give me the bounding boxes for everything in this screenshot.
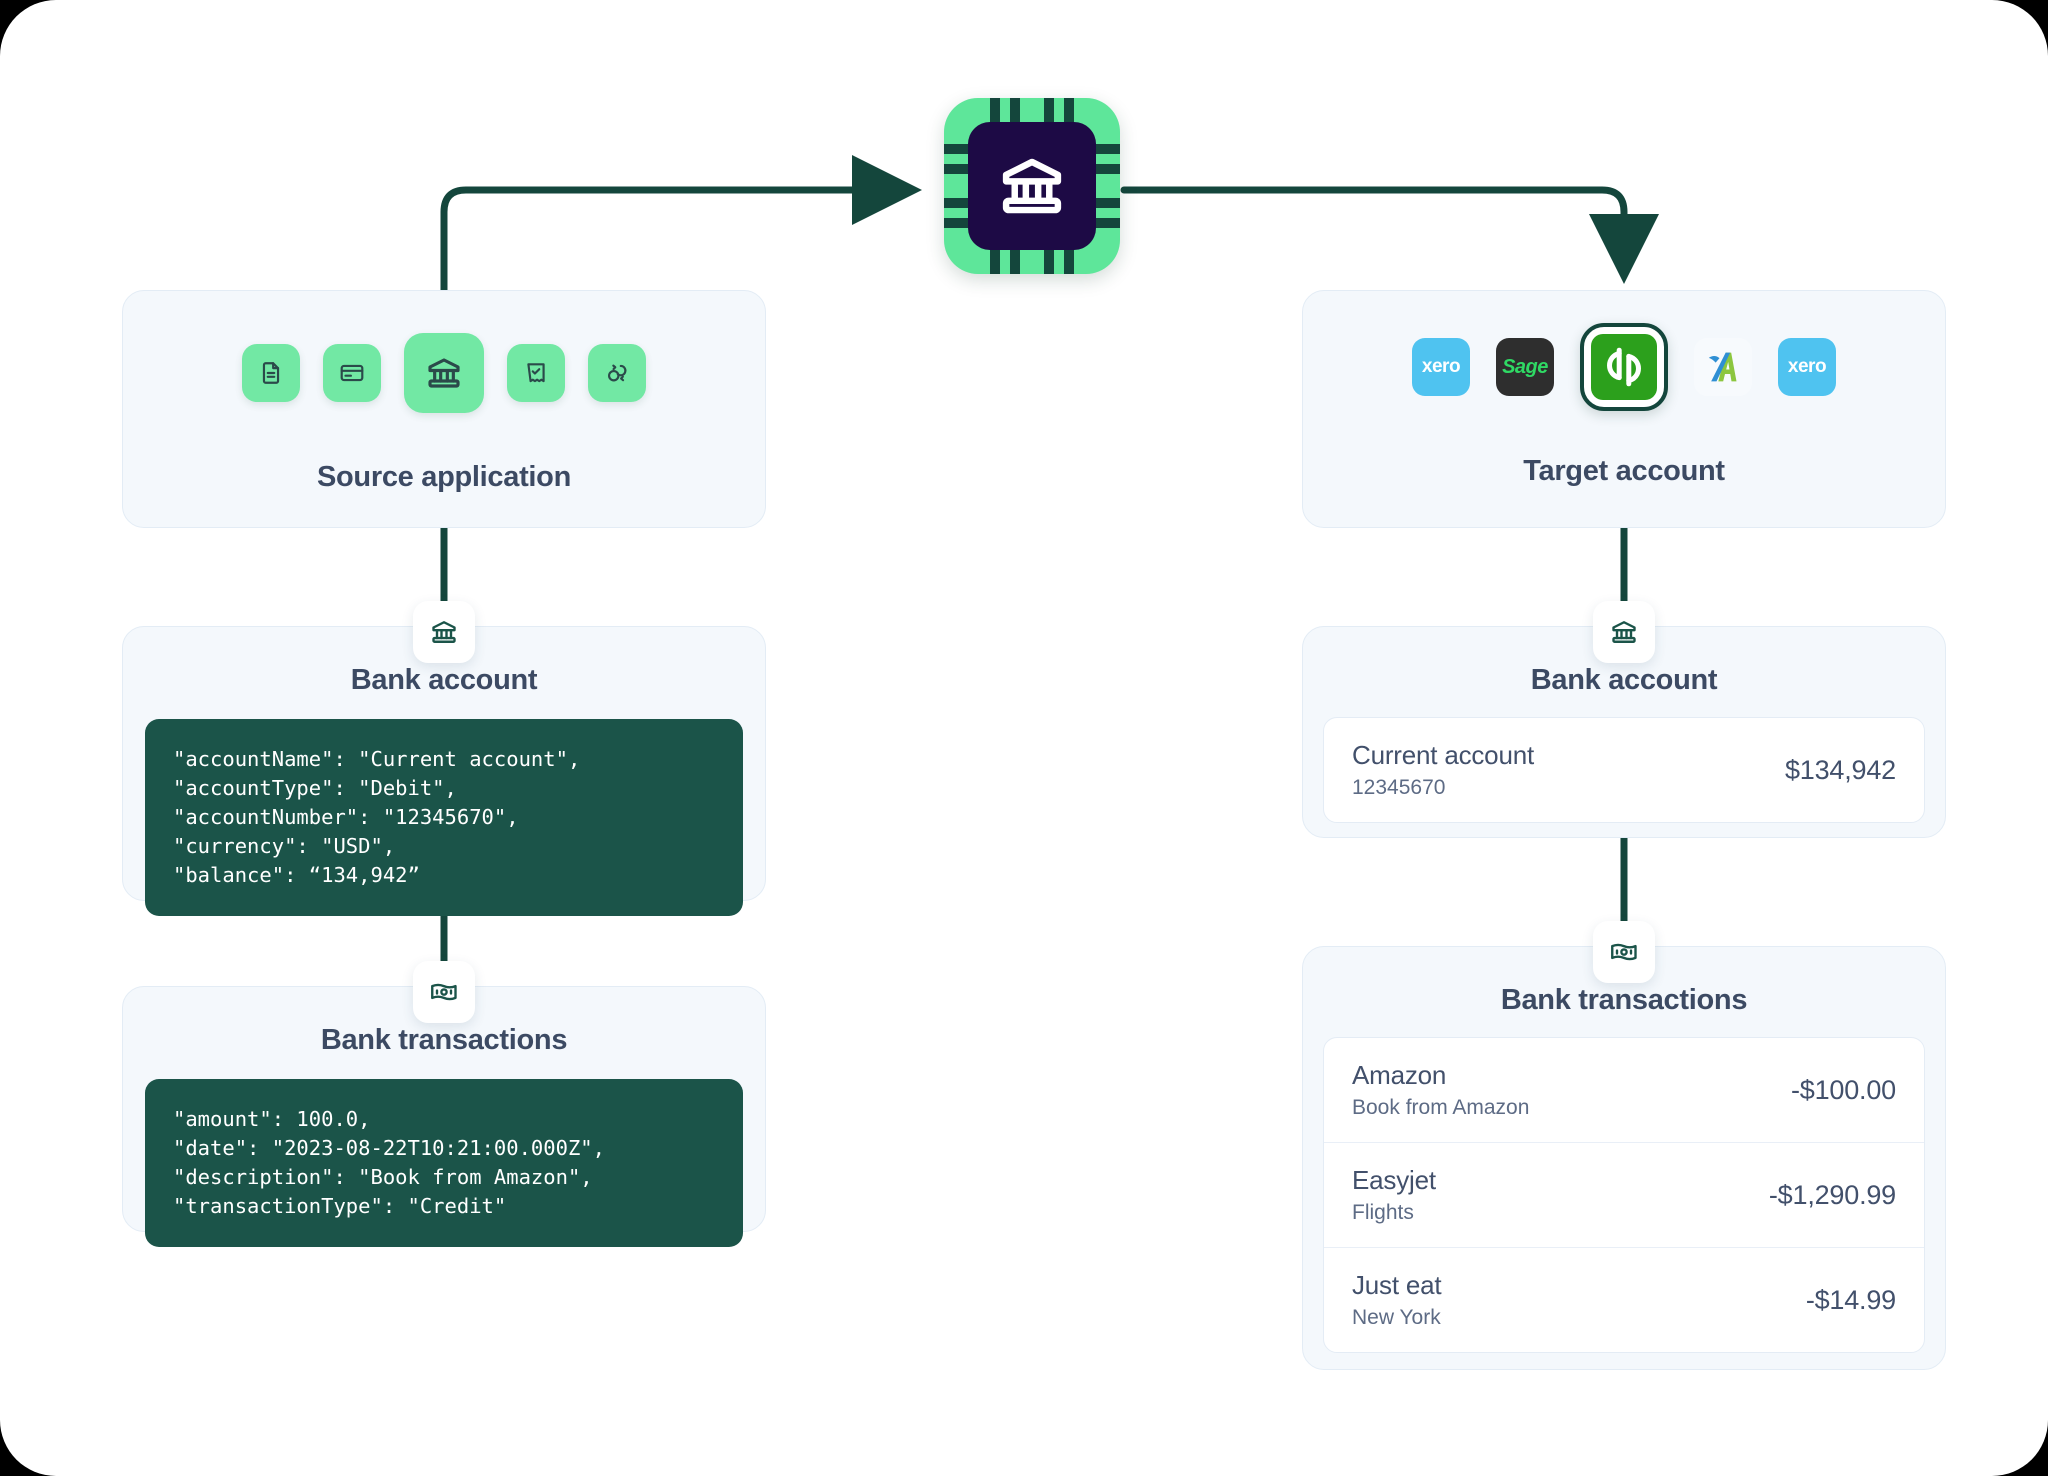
transaction-amount: -$100.00 [1791,1074,1896,1105]
xero-logo[interactable]: xero [1412,338,1470,396]
quickbooks-logo [1591,334,1657,400]
transaction-amount: -$14.99 [1805,1284,1896,1315]
target-account-panel: xero Sage [1302,290,1946,528]
bank-transactions-json: "amount": 100.0, "date": "2023-08-22T10:… [145,1079,743,1247]
page-title: Source application [316,461,572,493]
xero-logo[interactable]: xero [1778,338,1836,396]
target-bank-transactions-card: Bank transactions Amazon Book from Amazo… [1302,946,1946,1370]
target-logo-row: xero Sage [1303,323,1945,411]
transactions-list: Amazon Book from Amazon -$100.00 Easyjet… [1323,1037,1925,1353]
page-title: Target account [1523,455,1725,487]
bank-badge-icon [1593,601,1655,663]
bank-icon[interactable] [404,333,484,413]
source-bank-transactions-card: Bank transactions "amount": 100.0, "date… [122,986,766,1247]
transaction-description: Flights [1352,1201,1414,1224]
card-title: Bank transactions [320,1024,568,1056]
list-item[interactable]: Just eat New York -$14.99 [1324,1247,1924,1352]
chip-pins [944,98,1120,274]
account-number: 12345670 [1352,776,1446,799]
banknote-badge-icon [1593,921,1655,983]
xero-wordmark: xero [1787,356,1827,377]
freeagent-logo[interactable] [1694,338,1752,396]
document-icon[interactable] [242,344,300,402]
banknote-badge-icon [413,961,475,1023]
source-icon-row [123,333,765,413]
card-title: Bank account [350,664,538,696]
quickbooks-logo-selected[interactable] [1580,323,1668,411]
list-item[interactable]: Amazon Book from Amazon -$100.00 [1324,1038,1924,1142]
account-balance: $134,942 [1784,754,1896,785]
source-application-panel: Source application [122,290,766,528]
transaction-description: Book from Amazon [1352,1096,1530,1119]
qb-glyph-icon [1607,347,1641,387]
chip-core [968,122,1096,250]
target-bank-account-card: Bank account Current account 12345670 $1… [1302,626,1946,838]
card-title: Bank transactions [1500,984,1748,1016]
sage-wordmark: Sage [1502,355,1548,378]
account-name: Current account [1352,740,1534,770]
source-bank-account-card: Bank account "accountName": "Current acc… [122,626,766,916]
receipt-check-icon[interactable] [507,344,565,402]
transaction-description: New York [1352,1306,1441,1329]
credit-card-icon[interactable] [323,344,381,402]
freeagent-glyph-icon [1708,352,1737,382]
account-list: Current account 12345670 $134,942 [1323,717,1925,823]
list-item[interactable]: Current account 12345670 $134,942 [1324,718,1924,822]
card-title: Bank account [1530,664,1718,696]
merchant-name: Amazon [1352,1060,1447,1090]
list-item[interactable]: Easyjet Flights -$1,290.99 [1324,1142,1924,1247]
merchant-name: Just eat [1352,1270,1442,1300]
merchant-name: Easyjet [1352,1165,1436,1195]
bank-badge-icon [413,601,475,663]
sage-logo[interactable]: Sage [1496,338,1554,396]
bank-account-json: "accountName": "Current account", "accou… [145,719,743,916]
bank-chip-icon [944,98,1120,274]
transaction-amount: -$1,290.99 [1768,1179,1896,1210]
sync-icon[interactable] [588,344,646,402]
xero-wordmark: xero [1421,356,1461,377]
bank-glyph-icon [1002,158,1062,214]
